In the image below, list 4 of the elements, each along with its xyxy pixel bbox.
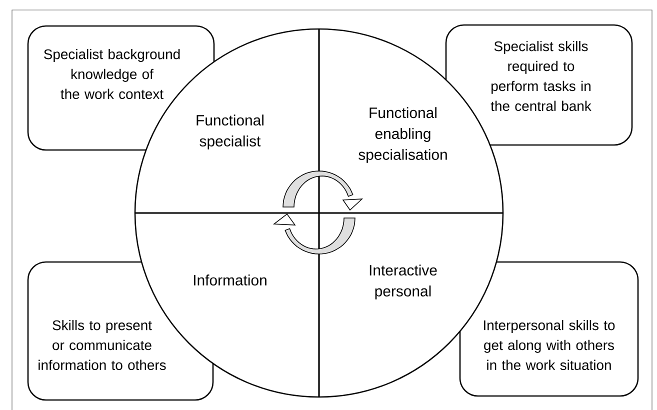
quadrant-label: Interactive personal xyxy=(370,264,437,300)
text-box: Interpersonal skills to get along with others in the work situation xyxy=(459,261,639,397)
quadrant-label: Functional enabling specialisation xyxy=(358,107,447,163)
text-box: Specialist skills required to perform tasks in the central bank xyxy=(445,24,633,146)
